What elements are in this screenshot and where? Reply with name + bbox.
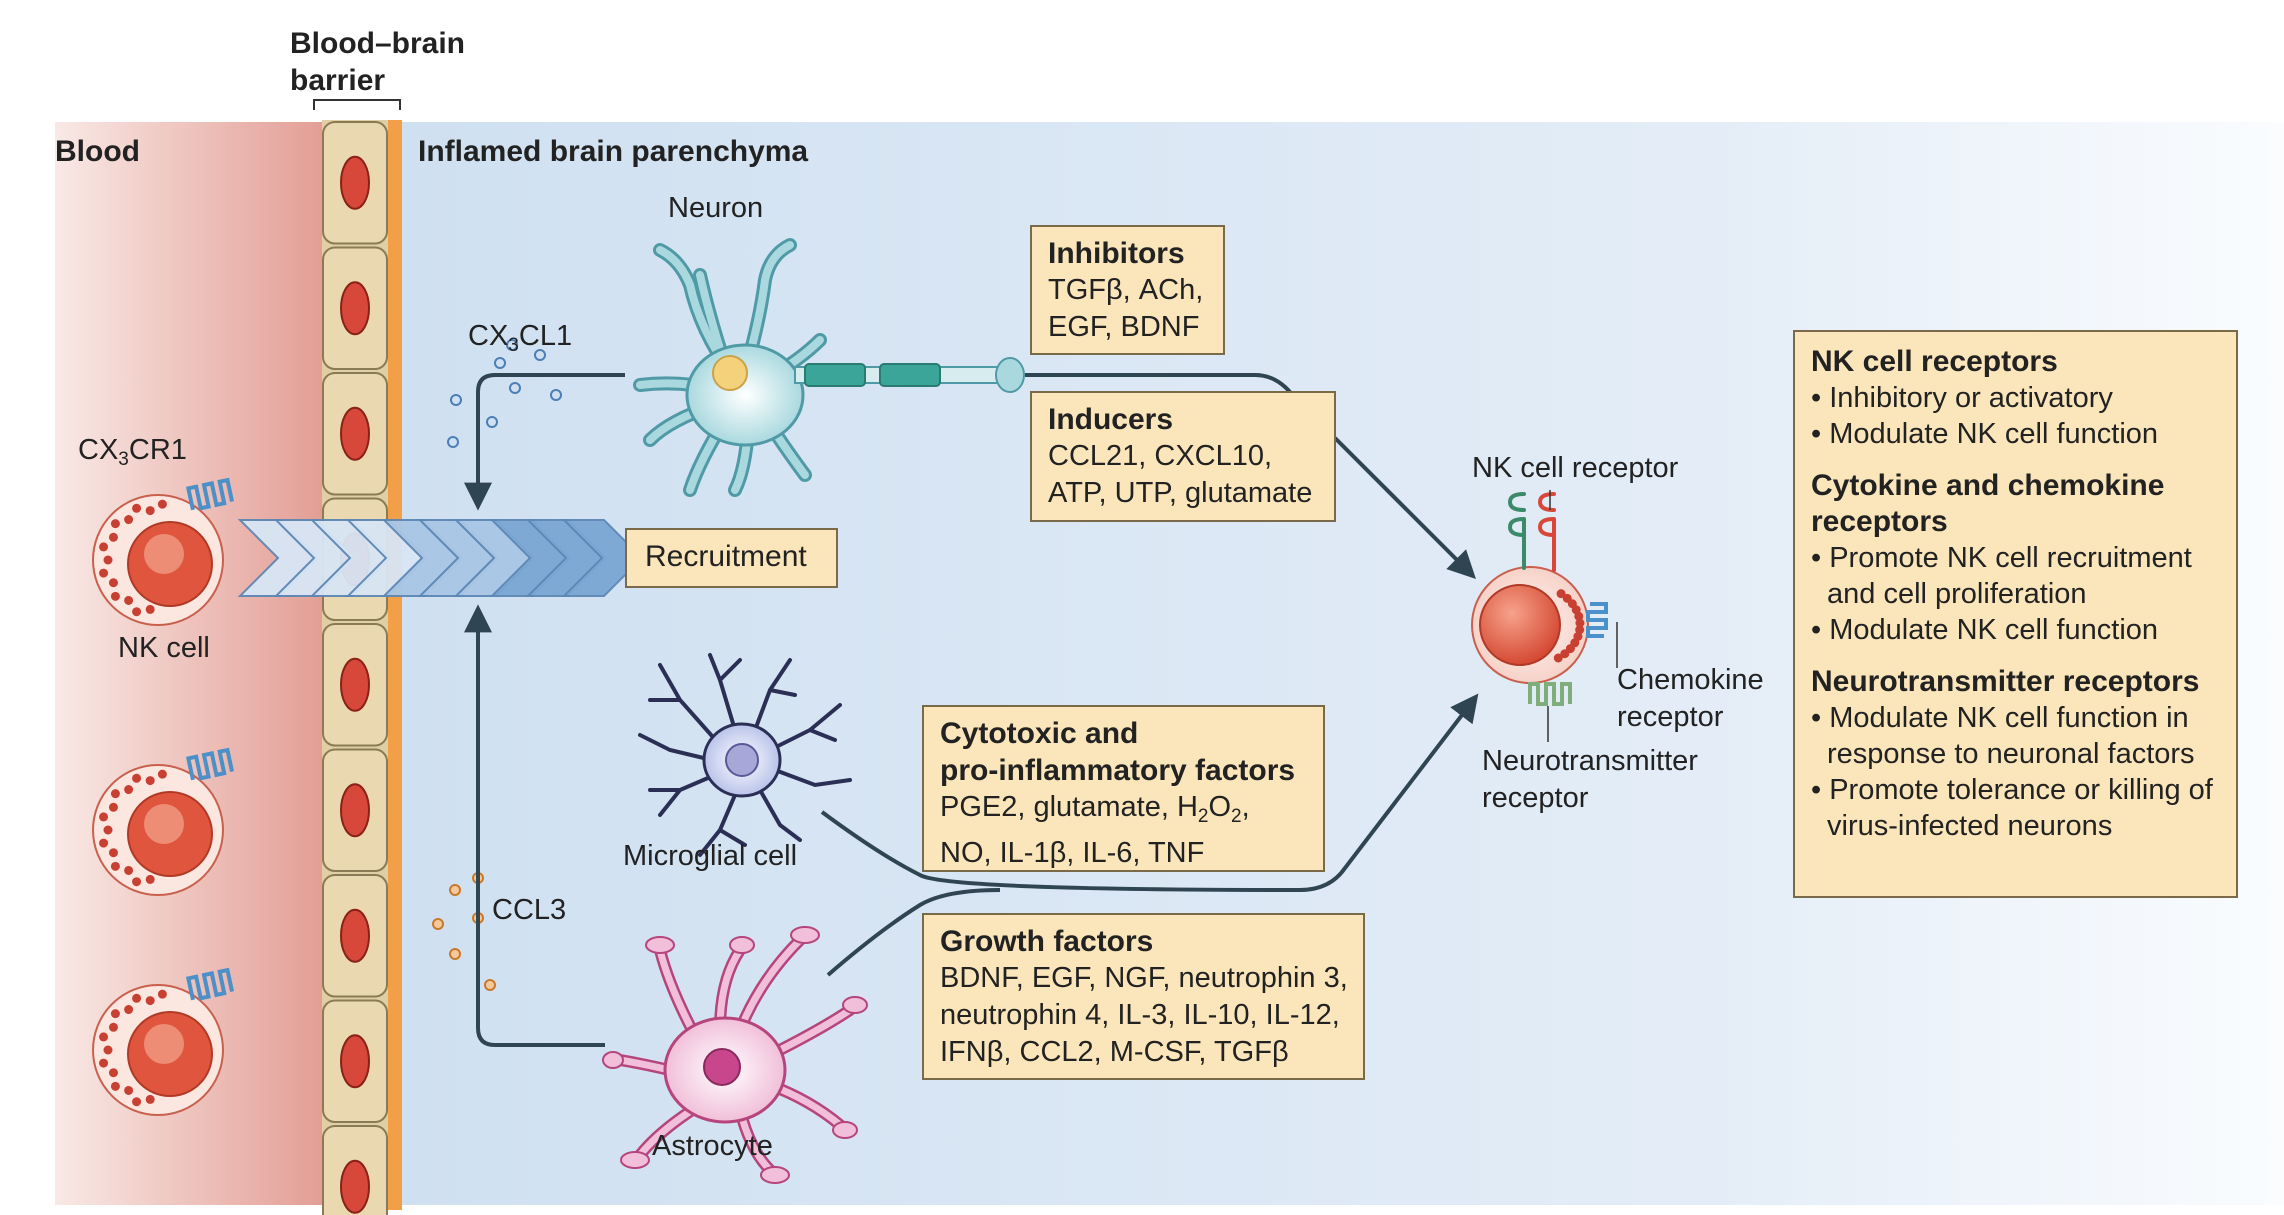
cx3cr1-receptor-icon <box>185 747 235 781</box>
growth-line: neutrophin 4, IL-3, IL-10, IL-12, <box>940 999 1340 1031</box>
legend-bullet: • Modulate NK cell function <box>1811 418 2159 450</box>
inducers-line: CCL21, CXCL10, <box>1048 440 1273 472</box>
recruitment-box: Recruitment <box>625 528 838 588</box>
inhibitors-box: Inhibitors TGFβ, ACh, EGF, BDNF <box>1030 225 1225 355</box>
cx3cr1-receptor-icon <box>185 477 235 511</box>
endothelial-cell <box>322 623 388 747</box>
endothelial-cell <box>322 1125 388 1215</box>
bbb-title-line1: Blood–brain <box>290 27 466 60</box>
legend-bullet: • Promote tolerance or killing of virus-… <box>1811 774 2213 842</box>
nk-cell <box>92 747 235 896</box>
growth-line: IFNβ, CCL2, M-CSF, TGFβ <box>940 1036 1289 1068</box>
cx3cl1-label: CX3CL1 <box>468 320 573 356</box>
inhibitors-title: Inhibitors <box>1048 237 1185 270</box>
receptor-legend-box: NK cell receptors • Inhibitory or activa… <box>1793 330 2238 898</box>
legend-bullet: • Modulate NK cell function <box>1811 614 2159 646</box>
inhibitors-line: TGFβ, ACh, <box>1048 274 1204 306</box>
growth-title: Growth factors <box>940 925 1154 958</box>
nk-cells-blood <box>92 477 235 1116</box>
bbb-title-line2: barrier <box>290 64 386 97</box>
cytotoxic-line: NO, IL-1β, IL-6, TNF <box>940 837 1205 869</box>
legend-title: Neurotransmitter receptors <box>1811 665 2200 698</box>
inhibitors-line: EGF, BDNF <box>1048 311 1200 343</box>
neurotransmitter-receptor-label-1: Neurotransmitter <box>1482 745 1698 777</box>
nk-cell-receptor-label: NK cell receptor <box>1472 452 1679 484</box>
inducers-line: ATP, UTP, glutamate <box>1048 477 1313 509</box>
cx3cl1-molecules <box>447 339 562 448</box>
endothelial-cell <box>322 246 388 370</box>
cx3cr1-receptor-icon <box>185 967 235 1001</box>
ccl3-label: CCL3 <box>492 894 567 926</box>
legend-bullet: • Modulate NK cell function in response … <box>1811 702 2195 770</box>
blood-label: Blood <box>55 135 140 168</box>
legend-title: receptors <box>1811 505 1948 538</box>
parenchyma-label: Inflamed brain parenchyma <box>418 135 809 168</box>
neuron-label: Neuron <box>668 192 764 224</box>
basement-membrane <box>388 120 402 1210</box>
endothelium <box>322 120 388 1215</box>
cytotoxic-box: Cytotoxic and pro-inflammatory factors P… <box>922 705 1325 872</box>
growth-line: BDNF, EGF, NGF, neutrophin 3, <box>940 962 1348 994</box>
cytotoxic-line: PGE2, glutamate, H2O2, <box>940 791 1250 827</box>
endothelial-cell <box>322 121 388 245</box>
legend-bullet: • Promote NK cell recruitment and cell p… <box>1811 542 2192 610</box>
cytotoxic-title: Cytotoxic and <box>940 717 1139 750</box>
nk-cell <box>92 967 235 1116</box>
chemokine-receptor-label-2: receptor <box>1617 701 1724 733</box>
chemokine-receptor-label-1: Chemokine <box>1617 664 1764 696</box>
growth-factors-box: Growth factors BDNF, EGF, NGF, neutrophi… <box>922 913 1365 1080</box>
recruitment-label: Recruitment <box>645 540 807 573</box>
astrocyte-label: Astrocyte <box>652 1130 773 1162</box>
neuron-illustration <box>633 238 1025 497</box>
endothelial-cell <box>322 748 388 872</box>
endothelial-cell <box>322 372 388 496</box>
legend-title: NK cell receptors <box>1811 345 2058 378</box>
inducers-box: Inducers CCL21, CXCL10, ATP, UTP, glutam… <box>1030 391 1336 522</box>
nk-cell-label: NK cell <box>118 632 210 664</box>
inducers-title: Inducers <box>1048 403 1174 436</box>
endothelial-cell <box>322 874 388 998</box>
legend-title: Cytokine and chemokine <box>1811 469 2165 502</box>
recruitment-chevron <box>561 519 644 597</box>
recruitment-chevrons <box>237 519 644 597</box>
legend-bullet: • Inhibitory or activatory <box>1811 382 2113 414</box>
flow-arrows <box>464 373 1479 1047</box>
cx3cr1-label: CX3CR1 <box>78 434 187 470</box>
astrocyte-illustration <box>602 926 868 1184</box>
endothelial-cell <box>322 999 388 1123</box>
neurotransmitter-receptor-label-2: receptor <box>1482 782 1589 814</box>
microglia-illustration <box>638 653 852 857</box>
nk-cell <box>92 477 235 626</box>
target-nk-cell <box>1471 490 1618 742</box>
cytotoxic-title: pro-inflammatory factors <box>940 754 1296 787</box>
bbb-bracket <box>313 99 401 110</box>
ccl3-molecules <box>432 872 496 991</box>
microglia-label: Microglial cell <box>623 840 798 872</box>
